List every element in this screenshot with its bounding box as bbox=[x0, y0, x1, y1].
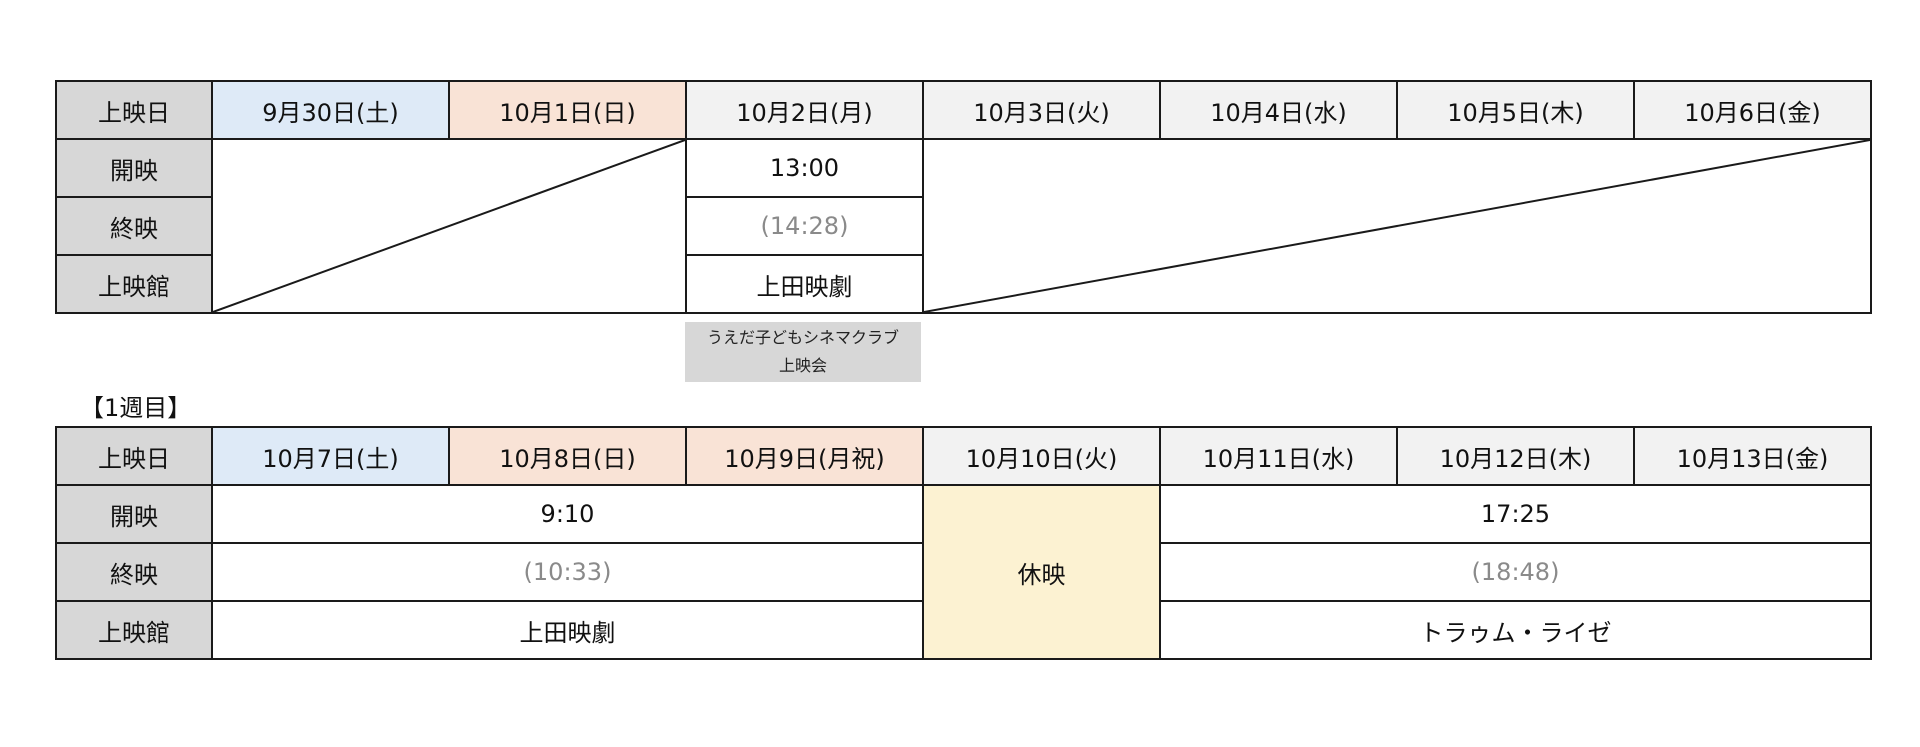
diagonal-strike-line bbox=[213, 140, 685, 312]
row-label-start: 開映 bbox=[55, 138, 213, 198]
theater-name: トラゥム・ライゼ bbox=[1159, 600, 1872, 660]
start-time: 13:00 bbox=[685, 138, 924, 198]
no-screening-cell bbox=[211, 138, 687, 314]
end-time: (14:28) bbox=[685, 196, 924, 256]
date-header: 10月13日(金) bbox=[1633, 426, 1872, 486]
no-screening-cell bbox=[922, 138, 1872, 314]
closed-cell: 休映 bbox=[922, 484, 1161, 660]
date-header: 10月10日(火) bbox=[922, 426, 1161, 486]
schedule-table-week0: 上映日 9月30日(土) 10月1日(日) 10月2日(月) 10月3日(火) … bbox=[55, 80, 1872, 314]
date-header: 10月4日(水) bbox=[1159, 80, 1398, 140]
schedule-table-week1: 上映日 10月7日(土) 10月8日(日) 10月9日(月祝) 10月10日(火… bbox=[55, 426, 1872, 660]
date-row: 上映日 10月7日(土) 10月8日(日) 10月9日(月祝) 10月10日(火… bbox=[55, 426, 1872, 486]
end-time: (18:48) bbox=[1159, 542, 1872, 602]
start-time: 9:10 bbox=[211, 484, 924, 544]
row-label-end: 終映 bbox=[55, 542, 213, 602]
diagonal-strike-line bbox=[924, 140, 1870, 312]
event-note: うえだ子どもシネマクラブ 上映会 bbox=[685, 322, 921, 382]
date-header: 9月30日(土) bbox=[211, 80, 450, 140]
week-title: 【1週目】 bbox=[80, 394, 192, 422]
row-label-date: 上映日 bbox=[55, 426, 213, 486]
date-header: 10月3日(火) bbox=[922, 80, 1161, 140]
end-row: 終映 (14:28) bbox=[55, 196, 1871, 256]
date-row: 上映日 9月30日(土) 10月1日(日) 10月2日(月) 10月3日(火) … bbox=[55, 80, 1872, 140]
date-header: 10月5日(木) bbox=[1396, 80, 1635, 140]
row-label-end: 終映 bbox=[55, 196, 213, 256]
theater-row: 上映館 上田映劇 bbox=[55, 254, 1871, 314]
end-row: 終映 (10:33) (18:48) bbox=[55, 542, 1872, 602]
row-label-theater: 上映館 bbox=[55, 254, 213, 314]
date-header: 10月7日(土) bbox=[211, 426, 450, 486]
date-header: 10月6日(金) bbox=[1633, 80, 1872, 140]
start-row: 開映 13:00 bbox=[55, 138, 1872, 314]
date-header: 10月2日(月) bbox=[685, 80, 924, 140]
theater-row: 上映館 上田映劇 トラゥム・ライゼ bbox=[55, 600, 1872, 660]
event-note-line: うえだ子どもシネマクラブ bbox=[706, 328, 899, 347]
event-note-line: 上映会 bbox=[778, 356, 827, 375]
date-header: 10月11日(水) bbox=[1159, 426, 1398, 486]
date-header: 10月1日(日) bbox=[448, 80, 687, 140]
start-row: 開映 9:10 休映 17:25 bbox=[55, 484, 1872, 660]
date-header: 10月12日(木) bbox=[1396, 426, 1635, 486]
theater-name: 上田映劇 bbox=[685, 254, 924, 314]
end-time: (10:33) bbox=[211, 542, 924, 602]
row-label-start: 開映 bbox=[55, 484, 213, 544]
date-header: 10月9日(月祝) bbox=[685, 426, 924, 486]
row-label-theater: 上映館 bbox=[55, 600, 213, 660]
date-header: 10月8日(日) bbox=[448, 426, 687, 486]
row-label-date: 上映日 bbox=[55, 80, 213, 140]
theater-name: 上田映劇 bbox=[211, 600, 924, 660]
start-time: 17:25 bbox=[1159, 484, 1872, 544]
